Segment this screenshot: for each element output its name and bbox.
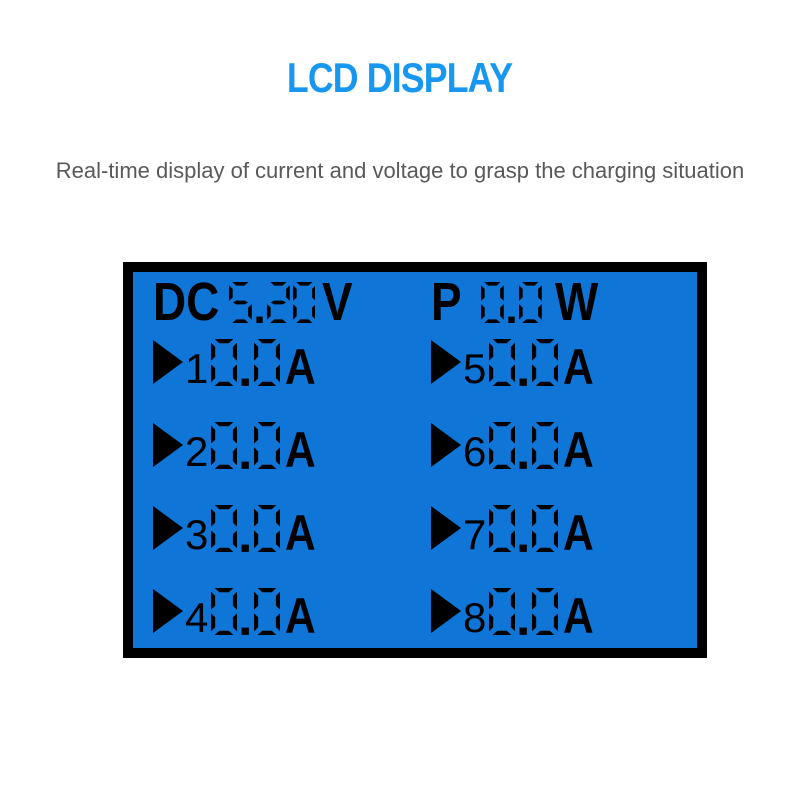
page-subtitle: Real-time display of current and voltage… <box>55 158 745 183</box>
port-number: 6 <box>463 428 487 475</box>
port-indicator-icon <box>431 506 461 550</box>
power-label: P <box>431 272 462 332</box>
current-seven-segment-value <box>489 421 561 469</box>
port-indicator-icon <box>153 506 183 550</box>
current-unit: A <box>284 505 316 561</box>
port-indicator-icon <box>153 340 183 384</box>
voltage-readout: DC V <box>153 272 359 332</box>
port-current-row-3: 3 A <box>153 502 321 558</box>
port-number: 2 <box>185 428 209 475</box>
current-seven-segment-value <box>489 504 561 552</box>
port-current-row-2: 2 A <box>153 419 321 475</box>
port-current-row-5: 5 A <box>431 336 599 392</box>
port-current-row-1: 1 A <box>153 336 321 392</box>
current-seven-segment-value <box>489 587 561 635</box>
voltage-unit: V <box>322 272 354 332</box>
power-readout: P W <box>431 272 606 332</box>
port-number: 1 <box>185 345 209 392</box>
lcd-panel: DC V P W 1 A 2 A 3 A 4 <box>123 262 707 658</box>
page-title-text: LCD DISPLAY <box>287 54 513 101</box>
page-title: LCD DISPLAY <box>0 54 800 102</box>
port-indicator-icon <box>153 589 183 633</box>
port-current-row-6: 6 A <box>431 419 599 475</box>
voltage-label: DC <box>153 272 220 332</box>
current-seven-segment-value <box>211 587 283 635</box>
port-number: 5 <box>463 345 487 392</box>
port-current-row-8: 8 A <box>431 585 599 641</box>
port-number: 7 <box>463 511 487 558</box>
current-seven-segment-value <box>211 504 283 552</box>
current-unit: A <box>562 339 594 395</box>
current-unit: A <box>284 588 316 644</box>
power-unit: W <box>554 272 599 332</box>
current-seven-segment-value <box>211 338 283 386</box>
current-unit: A <box>284 422 316 478</box>
current-unit: A <box>562 588 594 644</box>
port-indicator-icon <box>431 423 461 467</box>
current-unit: A <box>562 505 594 561</box>
port-number: 8 <box>463 594 487 641</box>
port-indicator-icon <box>431 340 461 384</box>
power-seven-segment-value <box>481 281 545 323</box>
current-seven-segment-value <box>489 338 561 386</box>
current-seven-segment-value <box>211 421 283 469</box>
port-current-row-7: 7 A <box>431 502 599 558</box>
port-indicator-icon <box>431 589 461 633</box>
port-number: 3 <box>185 511 209 558</box>
port-indicator-icon <box>153 423 183 467</box>
current-unit: A <box>284 339 316 395</box>
port-current-row-4: 4 A <box>153 585 321 641</box>
port-number: 4 <box>185 594 209 641</box>
voltage-seven-segment-value <box>229 281 318 323</box>
current-unit: A <box>562 422 594 478</box>
